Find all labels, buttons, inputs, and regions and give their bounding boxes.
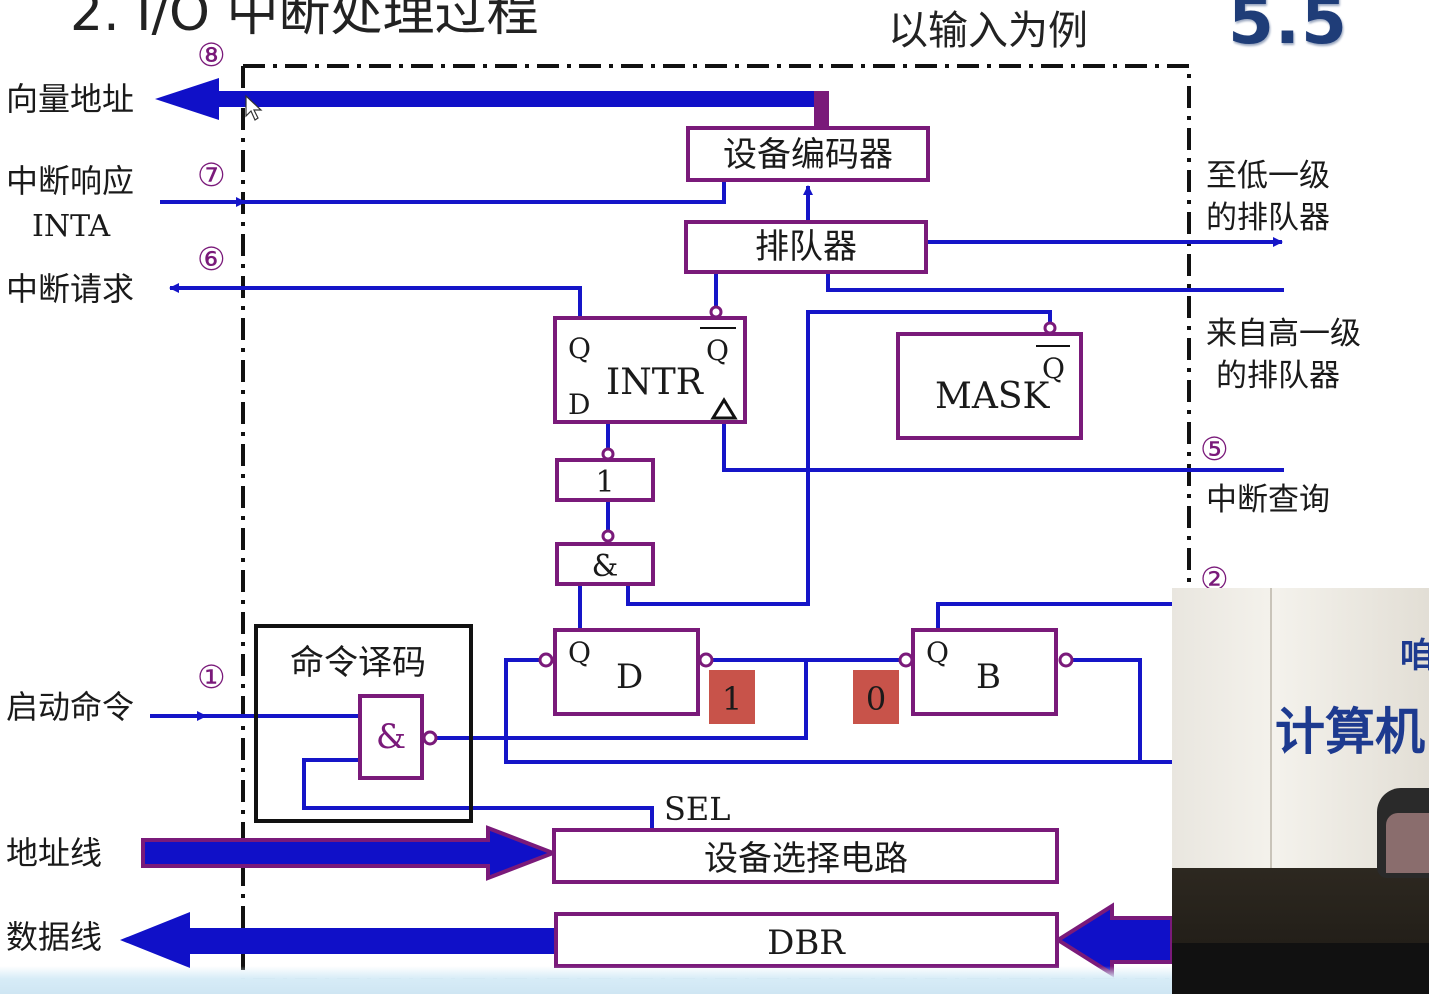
- slide-title: 2. I/O 中断处理过程: [70, 0, 539, 43]
- dbr-label: DBR: [767, 923, 846, 963]
- b-flipflop-block: [911, 628, 1058, 716]
- queue-label: 排队器: [755, 227, 857, 267]
- intr-d-label: D: [568, 388, 590, 421]
- device-encoder-block: [686, 126, 930, 182]
- from-higher-wire: [826, 272, 1284, 292]
- device-select-label: 设备选择电路: [704, 839, 908, 879]
- mask-qbar-label: Q: [1042, 352, 1065, 385]
- step-5-label: ⑤: [1200, 430, 1229, 468]
- intr-qbar-label: Q: [706, 334, 729, 367]
- d-flipflop-q-label: Q: [568, 636, 591, 669]
- interrupt-request-wire: [169, 283, 582, 318]
- section-number: 5.5: [1228, 0, 1348, 59]
- cmd-and-label: &: [376, 717, 406, 757]
- step-7-label: ⑦: [197, 156, 226, 194]
- interrupt-query-label: 中断查询: [1206, 482, 1330, 518]
- start-command-label: 启动命令: [6, 688, 134, 726]
- cmd-decoder-block: [254, 624, 473, 823]
- cmd-and-gate-block: [358, 694, 424, 780]
- inverter-label: 1: [595, 465, 614, 500]
- address-bus-label: 地址线: [6, 834, 102, 872]
- sel-wire: [302, 758, 654, 830]
- and-gate-block: [555, 542, 655, 586]
- interrupt-ack-label: 中断响应: [6, 162, 134, 200]
- from-higher-label-2: 的排队器: [1216, 358, 1340, 394]
- vector-address-bus: [155, 78, 829, 129]
- mask-wire: [626, 310, 1052, 606]
- intr-q-label: Q: [568, 332, 591, 365]
- lecturer-shirt: [1386, 813, 1429, 873]
- intr-clock-triangle: [710, 397, 738, 420]
- to-lower-label-2: 的排队器: [1206, 200, 1330, 236]
- address-bus: [141, 825, 559, 881]
- video-banner-top: 咱: [1400, 636, 1429, 676]
- to-lower-label-1: 至低一级: [1206, 158, 1330, 194]
- vector-address-label: 向量地址: [6, 80, 134, 118]
- video-wall-seam: [1270, 588, 1272, 868]
- inverter-block: [555, 458, 655, 502]
- slide-subtitle: 以输入为例: [888, 8, 1088, 54]
- step-8-label: ⑧: [197, 36, 226, 74]
- mouse-cursor-icon: [245, 94, 263, 121]
- mask-label: MASK: [935, 376, 1051, 417]
- video-banner-text: 计算机: [1275, 703, 1425, 761]
- dbr-block: [554, 912, 1059, 968]
- from-higher-label-1: 来自高一级: [1206, 316, 1361, 352]
- and-gate-label: &: [592, 549, 619, 584]
- signal-wires: [150, 178, 1284, 830]
- inta-label: INTA: [32, 209, 110, 244]
- lecturer-video-overlay: 咱 计算机: [1172, 588, 1429, 994]
- bottom-decoration: [0, 966, 1172, 994]
- encoder-label: 设备编码器: [723, 135, 893, 175]
- sel-label: SEL: [664, 790, 731, 828]
- d-flipflop-block: [553, 628, 700, 716]
- b-flipflop-q-label: Q: [926, 636, 949, 669]
- intr-label: INTR: [606, 362, 704, 403]
- queue-block: [684, 220, 928, 274]
- inta-wire: [160, 178, 726, 204]
- data-bus: [120, 902, 1174, 978]
- data-bus-label: 数据线: [6, 918, 102, 956]
- b-state-label: 0: [866, 680, 886, 718]
- intr-flipflop-block: [553, 316, 747, 424]
- device-select-block: [552, 828, 1059, 884]
- interrupt-request-label: 中断请求: [6, 270, 134, 308]
- mask-flipflop-block: [896, 332, 1083, 440]
- b-flipflop-label: B: [976, 657, 1001, 697]
- video-monitor: [1172, 943, 1429, 994]
- b-state-cell: [853, 670, 899, 724]
- d-flipflop-label: D: [616, 657, 643, 697]
- interrupt-query-wire: [722, 424, 1284, 472]
- d-state-cell: [709, 670, 755, 724]
- d-state-label: 1: [722, 680, 742, 718]
- step-1-label: ①: [197, 658, 226, 696]
- step-6-label: ⑥: [197, 240, 226, 278]
- cmd-decoder-label: 命令译码: [290, 643, 426, 683]
